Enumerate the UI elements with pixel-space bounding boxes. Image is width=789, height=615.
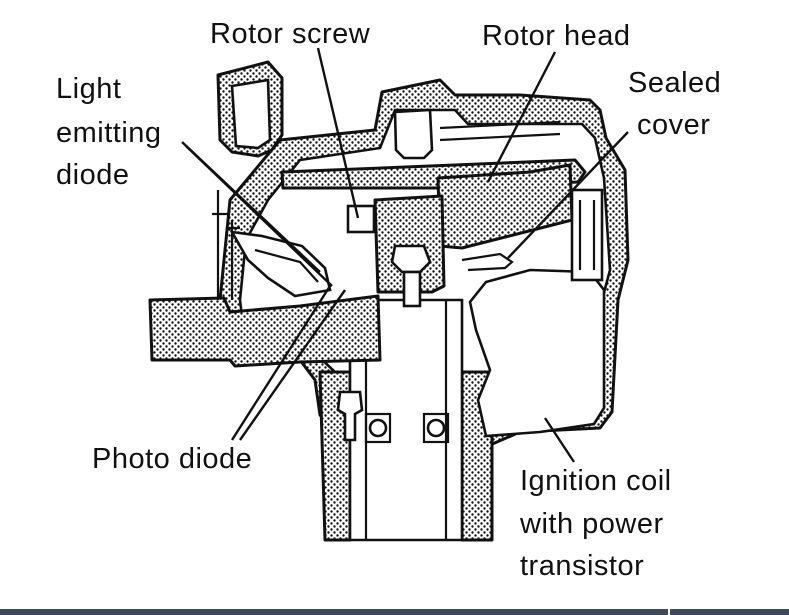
leader-lines	[181, 47, 629, 463]
label-rotor-screw: Rotor screw	[210, 18, 371, 50]
leader-rotor-screw	[316, 47, 360, 219]
leader-photo-1	[230, 285, 332, 441]
label-rotor-head: Rotor head	[482, 20, 631, 52]
leader-sealed-cover	[507, 131, 629, 259]
label-ignition-coil-line2: with power	[519, 508, 664, 540]
leader-photo-2	[239, 289, 346, 441]
leader-rotor-head	[486, 51, 557, 183]
label-light-emitting-line2: emitting	[56, 117, 162, 149]
bottom-bar-separator	[668, 609, 670, 615]
label-sealed-cover-line2: cover	[637, 109, 710, 141]
labels: Rotor screw Rotor head Light emitting di…	[56, 18, 721, 582]
label-sealed-cover-line1: Sealed	[628, 67, 721, 99]
leader-ignition-coil	[543, 417, 576, 463]
leader-led-2	[185, 145, 333, 287]
label-photo-diode: Photo diode	[92, 443, 252, 475]
label-ignition-coil-line3: transistor	[520, 550, 644, 582]
bottom-bar	[0, 609, 789, 615]
housing	[148, 60, 630, 542]
label-light-emitting-line3: diode	[56, 159, 129, 191]
label-ignition-coil-line1: Ignition coil	[520, 465, 672, 497]
label-light-emitting-line1: Light	[56, 73, 121, 105]
